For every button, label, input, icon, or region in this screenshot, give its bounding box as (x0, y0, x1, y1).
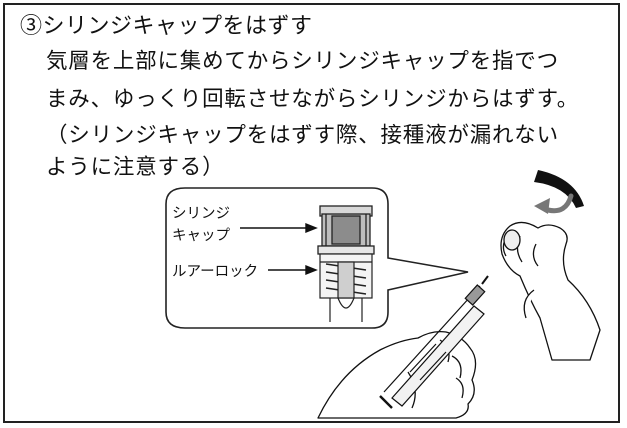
rotation-arrow-icon (534, 170, 584, 214)
instruction-line-2: まみ、ゆっくり回転させながらシリンジからはずす。 (46, 87, 580, 112)
cap-label-line1: シリンジ (172, 206, 230, 222)
luer-label: ルアーロック (172, 263, 258, 280)
instruction-line-4: ように注意する） (46, 155, 225, 180)
callout-bubble (165, 187, 469, 329)
instruction-line-3: （シリンジキャップをはずす際、接種液が漏れない (46, 123, 559, 148)
hand-holding-cap (500, 221, 601, 361)
magnified-syringe-cap (317, 205, 375, 255)
instruction-panel (3, 3, 620, 423)
leader-arrows (240, 222, 318, 276)
cap-label-line2: キャップ (172, 227, 230, 244)
step-title: ③シリンジキャップをはずす (20, 14, 313, 39)
magnified-luer-lock (319, 253, 373, 322)
instruction-line-1: 気層を上部に集めてからシリンジキャップを指でつ (46, 49, 559, 74)
syringe (379, 275, 489, 409)
